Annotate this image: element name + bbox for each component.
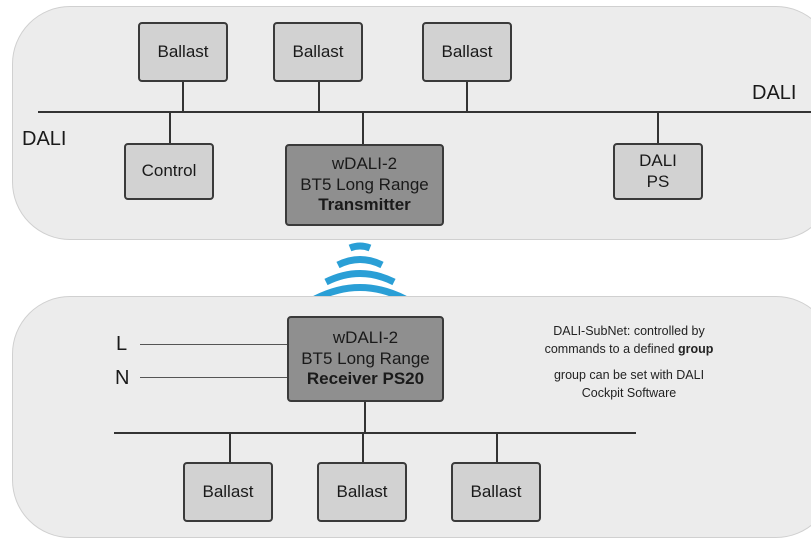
subnet-note-group-bold: group [678,342,714,357]
ballast-3-connector [466,82,468,112]
subnet-note-line-2-text: commands to a defined [544,342,678,357]
dali-ps-line-1: DALI [639,151,677,171]
transmitter-line-2: BT5 Long Range [300,174,429,194]
dali-bus-label-right: DALI [752,82,797,104]
transmitter-box: wDALI-2 BT5 Long Range Transmitter [285,144,444,226]
mains-n-line [140,377,288,378]
subnet-note-line-1: DALI-SubNet: controlled by [553,324,705,338]
ballast-label: Ballast [470,481,522,501]
bottom-ballast-2-connector [362,433,364,462]
dali-bus-label-left: DALI [22,128,67,150]
transmitter-line-3: Transmitter [318,195,411,215]
transmitter-line-1: wDALI-2 [331,154,398,174]
mains-n-label: N [115,367,130,389]
receiver-line-2: BT5 Long Range [301,348,430,368]
ballast-label: Ballast [441,41,493,61]
top-dali-bus-line [38,111,811,113]
dali-ps-line-2: PS [646,171,670,191]
bottom-dali-bus-line [114,432,636,434]
ballast-box: Ballast [273,22,363,82]
subnet-note: DALI-SubNet: controlled by commands to a… [520,322,738,403]
mains-l-line [140,344,288,345]
dali-ps-connector [657,112,659,143]
subnet-note-line-2: commands to a defined group [520,340,738,358]
wireless-signal-icon [313,242,407,302]
subnet-note-line-4: Cockpit Software [581,386,677,401]
control-connector [169,112,171,143]
bottom-ballast-3-connector [496,433,498,462]
ballast-box: Ballast [183,462,273,522]
ballast-box: Ballast [451,462,541,522]
ballast-box: Ballast [422,22,512,82]
control-label: Control [141,161,197,181]
mains-l-label: L [116,333,128,355]
ballast-label: Ballast [292,41,344,61]
dali-ps-box: DALI PS [613,143,703,200]
ballast-label: Ballast [157,41,209,61]
receiver-connector [364,402,366,433]
ballast-box: Ballast [138,22,228,82]
ballast-label: Ballast [202,481,254,501]
subnet-note-line-3: group can be set with DALI [553,368,705,383]
receiver-box: wDALI-2 BT5 Long Range Receiver PS20 [287,316,444,402]
ballast-label: Ballast [336,481,388,501]
bottom-ballast-1-connector [229,433,231,462]
ballast-2-connector [318,82,320,112]
ballast-box: Ballast [317,462,407,522]
transmitter-connector [362,112,364,144]
receiver-line-3: Receiver PS20 [306,369,425,389]
receiver-line-1: wDALI-2 [332,328,399,348]
ballast-1-connector [182,82,184,112]
control-box: Control [124,143,214,200]
